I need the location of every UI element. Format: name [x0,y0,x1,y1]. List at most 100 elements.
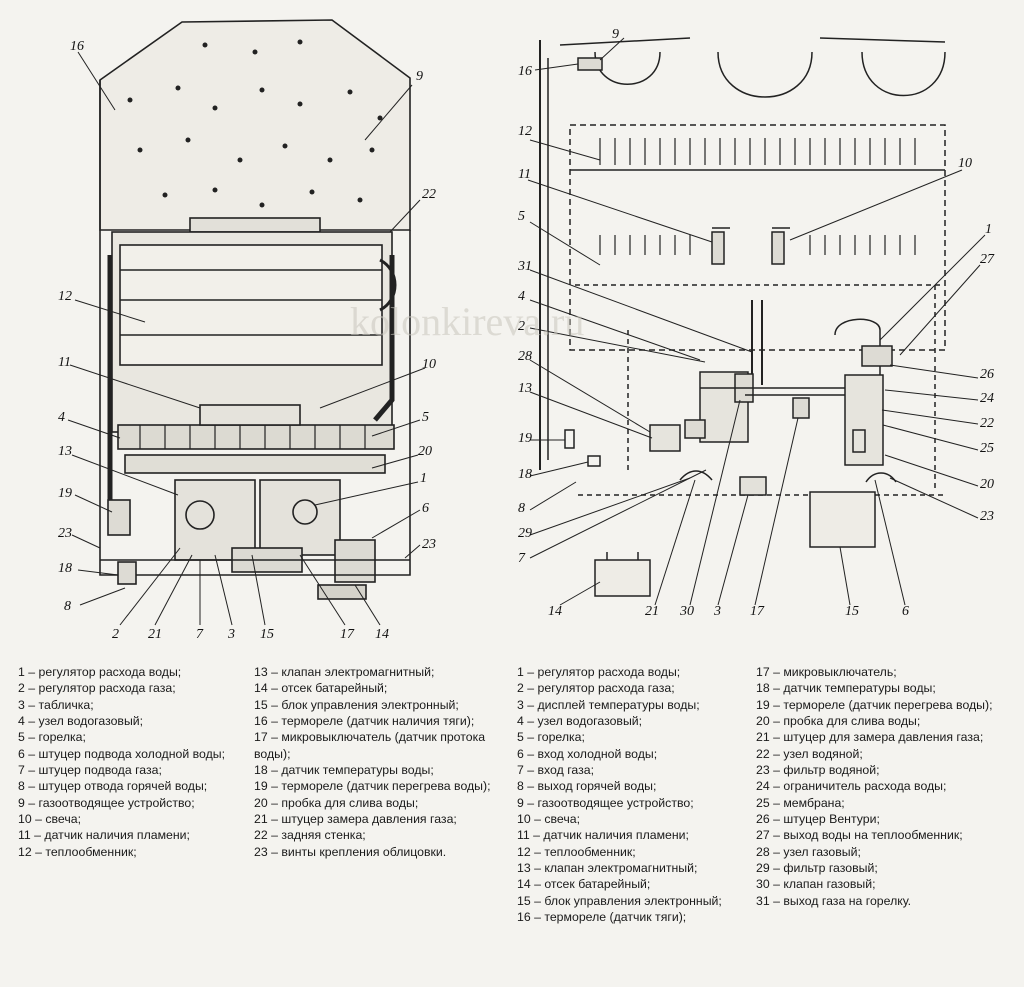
legend-item: 31 – выход газа на горелку. [756,893,912,908]
legend-item: 8 – выход горячей воды; [517,779,657,794]
callout-label: 20 [980,477,994,492]
legend-item: 29 – фильтр газовый; [756,861,878,876]
callout-label: 16 [518,64,532,79]
right-callouts: 9 16 12 10 11 5 1 31 27 4 2 26 28 24 13 … [517,27,995,619]
legend-item: 17 – микровыключатель; [756,665,897,679]
callout-label: 25 [980,441,994,456]
callout-label: 13 [58,444,72,459]
callout-label: 3 [713,604,721,619]
legend-item: 28 – узел газовый; [756,844,861,859]
callout-label: 13 [518,381,532,396]
callout-label: 11 [58,355,71,370]
legend-item: 27 – выход воды на теплообменник; [756,828,963,843]
legend-left-col1: 1 – регулятор расхода воды; 2 – регулятор… [18,664,240,860]
callout-label: 7 [518,551,526,566]
callout-label: 2 [518,319,525,334]
legend-item: 24 – ограничитель расхода воды; [756,779,947,794]
callout-label: 30 [679,604,694,619]
callout-label: 21 [148,627,162,642]
callout-label: 1 [985,222,992,237]
legend-left-col2: 13 – клапан электромагнитный;14 – отсек … [254,664,502,860]
right-drawing [527,37,986,606]
legend-item: 3 – дисплей температуры воды; [517,697,700,712]
legend-item: 2 – регулятор расхода газа; [18,681,176,696]
legend-item: 20 – пробка для слива воды; [756,714,921,729]
callout-label: 15 [845,604,859,619]
callout-label: 27 [980,252,995,267]
legend-item: 19 – термореле (датчик перегрева воды); [254,779,491,794]
legend-item: 6 – штуцер подвода холодной воды; [18,746,226,761]
callout-label: 12 [58,289,72,304]
legend-item: 23 – фильтр водяной; [756,763,880,778]
legend-item: 25 – мембрана; [756,795,845,810]
legend-item: 30 – клапан газовый; [756,877,876,892]
callout-label: 10 [422,357,436,372]
callout-label: 9 [612,27,619,42]
legend-item: 12 – теплообменник; [517,844,636,859]
legend-item: 10 – свеча; [18,812,81,827]
callout-label: 20 [418,444,432,459]
legend-item: 22 – узел водяной; [756,746,863,761]
callout-label: 10 [958,156,972,171]
legend-item: 3 – табличка; [18,697,94,712]
legend-item: 9 – газоотводящее устройство; [18,795,195,810]
legend-item: 17 – микровыключатель (датчик протока во… [254,730,486,761]
callout-label: 7 [196,627,204,642]
callout-label: 19 [58,486,72,501]
callout-label: 3 [227,627,235,642]
legend-item: 1 – регулятор расхода воды; [18,665,182,679]
legend-item: 14 – отсек батарейный; [254,681,388,696]
callout-label: 1 [420,471,427,486]
callout-label: 26 [980,367,994,382]
callout-label: 9 [416,69,423,84]
legend-item: 9 – газоотводящее устройство; [517,795,694,810]
legend-item: 14 – отсек батарейный; [517,877,651,892]
callout-label: 4 [58,410,65,425]
callout-label: 23 [980,509,994,524]
legend-right-col1: 1 – регулятор расхода воды; 2 – регулятор… [517,664,739,926]
legend-item: 12 – теплообменник; [18,844,137,859]
callout-label: 18 [58,561,72,576]
legend-item: 20 – пробка для слива воды; [254,795,419,810]
legend-right-col2: 17 – микровыключатель;18 – датчик темпер… [756,664,996,909]
legend-item: 16 – термореле (датчик наличия тяги); [254,714,475,729]
callout-label: 14 [548,604,562,619]
callout-label: 19 [518,431,532,446]
legend-item: 21 – штуцер для замера давления газа; [756,730,984,745]
callout-label: 5 [518,209,525,224]
callout-label: 2 [112,627,119,642]
callout-label: 24 [980,391,994,406]
callout-label: 5 [422,410,429,425]
legend-item: 26 – штуцер Вентури; [756,812,880,827]
legend-item: 4 – узел водогазовый; [18,714,144,729]
legend-item: 6 – вход холодной воды; [517,746,658,761]
legend-item: 1 – регулятор расхода воды; [517,665,681,679]
legend-item: 10 – свеча; [517,812,580,827]
legend-item: 5 – горелка; [517,730,585,745]
callout-label: 29 [518,526,532,541]
legend-item: 18 – датчик температуры воды; [254,763,434,778]
legend-item: 11 – датчик наличия пламени; [18,828,190,843]
legend-item: 15 – блок управления электронный; [254,697,459,712]
callout-label: 21 [645,604,659,619]
legend-item: 16 – термореле (датчик тяги); [517,910,687,925]
callout-label: 6 [902,604,909,619]
legend-item: 23 – винты крепления облицовки. [254,844,447,859]
callout-label: 31 [517,259,532,274]
legend-item: 4 – узел водогазовый; [517,714,643,729]
callout-label: 22 [422,187,436,202]
callout-label: 8 [64,599,71,614]
callout-label: 17 [340,627,355,642]
callout-label: 23 [422,537,436,552]
callout-label: 16 [70,39,84,54]
legend-item: 7 – вход газа; [517,763,595,778]
legend-item: 21 – штуцер замера давления газа; [254,812,457,827]
legend-item: 2 – регулятор расхода газа; [517,681,675,696]
legend-item: 22 – задняя стенка; [254,828,366,843]
callout-label: 4 [518,289,525,304]
legend-item: 19 – термореле (датчик перегрева воды); [756,697,993,712]
legend-item: 13 – клапан электромагнитный; [517,861,698,876]
watermark: kolonkireva.ru [350,299,584,344]
callout-label: 15 [260,627,274,642]
callout-label: 8 [518,501,525,516]
